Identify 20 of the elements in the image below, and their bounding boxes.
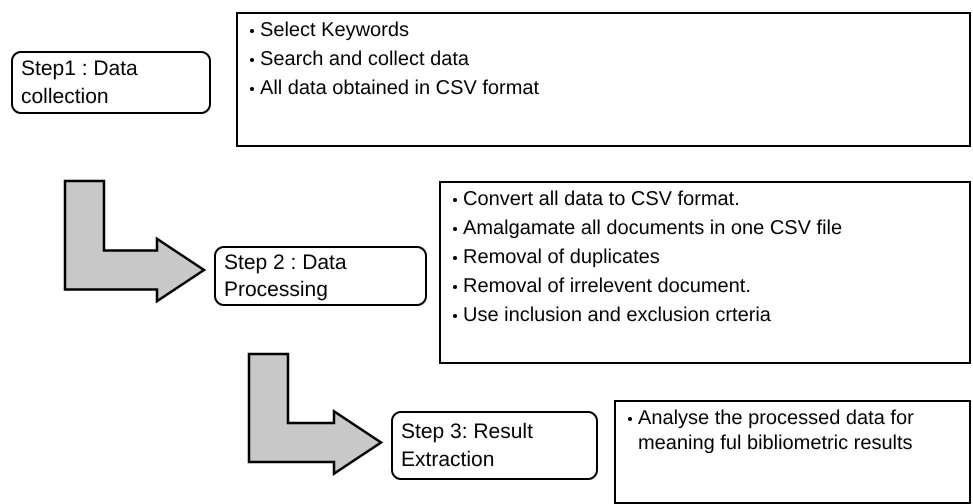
bullet-text: Select Keywords (260, 18, 409, 43)
bullet-text: Convert all data to CSV format. (463, 187, 740, 212)
bullet-list-box (236, 12, 971, 147)
step-label: Step 3: Result Extraction (401, 419, 534, 472)
bullet-text: Search and collect data (260, 47, 470, 72)
block-arrow (248, 352, 384, 476)
step-box (11, 51, 211, 114)
step-box (391, 411, 598, 480)
bullet-text: Analyse the processed data for meaning ful bibliometric results (638, 406, 915, 456)
bullet-list-box (439, 181, 971, 364)
step-box (214, 246, 427, 306)
step-label: Step1 : Data collection (21, 56, 139, 110)
step-label: Step 2 : Data Processing (224, 250, 348, 303)
block-arrow (64, 180, 206, 304)
bullet-text: Use inclusion and exclusion crteria (463, 303, 771, 328)
bullet-text: Removal of duplicates (463, 245, 660, 270)
bullet-text: Amalgamate all documents in one CSV file (463, 216, 842, 241)
bullet-text: All data obtained in CSV format (260, 76, 540, 101)
bullet-text: Removal of irrelevent document. (463, 274, 751, 299)
bullet-list-box (614, 400, 971, 504)
